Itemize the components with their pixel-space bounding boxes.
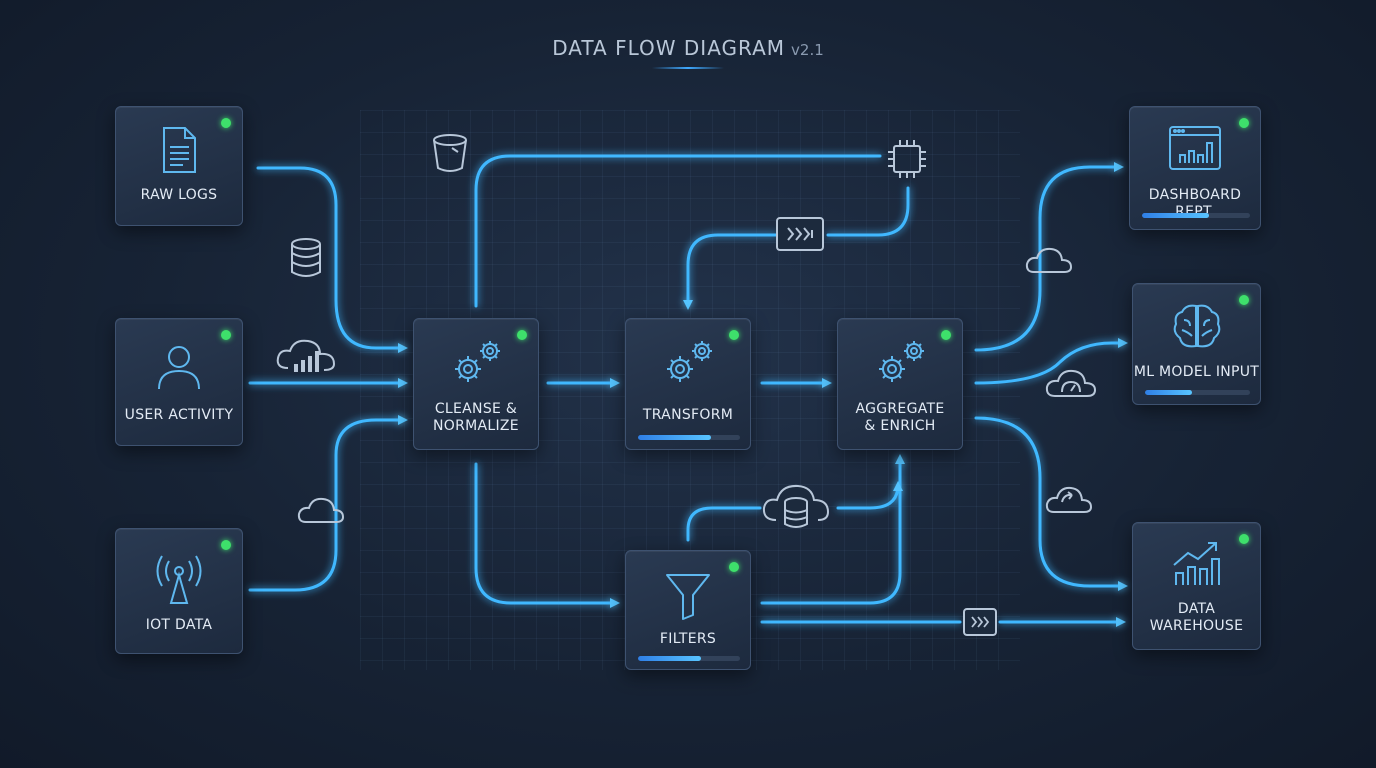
node-label-line-1: AGGREGATE bbox=[855, 401, 945, 417]
cloud-upload-icon bbox=[1045, 486, 1093, 513]
node-label-line-2: & ENRICH bbox=[864, 418, 936, 434]
cloud-icon bbox=[297, 497, 345, 523]
gears-icon bbox=[667, 341, 712, 382]
flow-aggregate-to-warehouse bbox=[974, 416, 1128, 591]
progress-bar bbox=[1145, 390, 1250, 395]
progress-bar bbox=[638, 435, 740, 440]
node-iot-data[interactable]: IOT DATA bbox=[115, 528, 243, 654]
node-filters[interactable]: FILTERS bbox=[625, 550, 751, 670]
node-transform[interactable]: TRANSFORM bbox=[625, 318, 751, 450]
status-indicator bbox=[729, 562, 739, 572]
node-data-warehouse[interactable]: DATA WAREHOUSE bbox=[1132, 522, 1261, 650]
flow-aggregate-to-ml-model bbox=[974, 338, 1128, 385]
cloud-database-icon bbox=[762, 484, 830, 528]
cloud-icon bbox=[1025, 247, 1073, 273]
status-indicator bbox=[941, 330, 951, 340]
status-indicator bbox=[1239, 534, 1249, 544]
node-aggregate-enrich[interactable]: AGGREGATE & ENRICH bbox=[837, 318, 963, 450]
progress-bar bbox=[1142, 213, 1250, 218]
node-label: TRANSFORM bbox=[642, 407, 734, 423]
stream-icon bbox=[963, 608, 997, 636]
brain-icon bbox=[1173, 304, 1220, 348]
progress-fill bbox=[1145, 390, 1193, 395]
progress-bar bbox=[638, 656, 740, 661]
flow-filters-to-aggregate-via-cloud bbox=[686, 485, 898, 542]
node-raw-logs[interactable]: RAW LOGS bbox=[115, 106, 243, 226]
user-icon bbox=[158, 346, 200, 390]
cloud-chart-icon bbox=[276, 339, 336, 372]
node-label-line-1: DATA bbox=[1177, 601, 1216, 617]
node-label-line-2: WAREHOUSE bbox=[1149, 618, 1244, 634]
node-label: USER ACTIVITY bbox=[124, 407, 234, 423]
node-label: IOT DATA bbox=[145, 617, 213, 633]
flow-raw-logs-to-cleanse bbox=[256, 166, 408, 353]
flow-iot-to-cleanse bbox=[248, 415, 408, 592]
progress-fill bbox=[638, 656, 702, 661]
diagram-title: DATA FLOW DIAGRAM v2.1 bbox=[0, 36, 1376, 60]
title-underline bbox=[652, 67, 724, 69]
chip-icon bbox=[888, 140, 926, 178]
node-dashboard-report[interactable]: DASHBOARD REPT. bbox=[1129, 106, 1261, 230]
progress-fill bbox=[1142, 213, 1209, 218]
node-label: ML MODEL INPUT bbox=[1133, 364, 1260, 380]
status-indicator bbox=[729, 330, 739, 340]
node-ml-model-input[interactable]: ML MODEL INPUT bbox=[1132, 283, 1261, 405]
bucket-icon bbox=[433, 134, 467, 172]
flow-cleanse-to-processor bbox=[474, 154, 882, 308]
flow-cleanse-to-filters bbox=[474, 462, 620, 608]
flow-processor-to-transform bbox=[688, 186, 910, 306]
node-label: RAW LOGS bbox=[140, 187, 218, 203]
node-cleanse-normalize[interactable]: CLEANSE & NORMALIZE bbox=[413, 318, 539, 450]
node-user-activity[interactable]: USER ACTIVITY bbox=[115, 318, 243, 446]
node-label-line-1: CLEANSE & bbox=[434, 401, 518, 417]
status-indicator bbox=[221, 540, 231, 550]
document-icon bbox=[163, 127, 196, 173]
version-label: v2.1 bbox=[791, 41, 824, 59]
title-text: DATA FLOW DIAGRAM bbox=[552, 36, 786, 60]
status-indicator bbox=[1239, 295, 1249, 305]
database-icon bbox=[291, 238, 321, 277]
status-indicator bbox=[221, 330, 231, 340]
node-label-line-2: NORMALIZE bbox=[433, 418, 519, 434]
status-indicator bbox=[1239, 118, 1249, 128]
node-label: FILTERS bbox=[659, 631, 717, 647]
gears-icon bbox=[455, 341, 500, 382]
gears-icon bbox=[879, 341, 924, 382]
status-indicator bbox=[517, 330, 527, 340]
antenna-icon bbox=[156, 555, 202, 604]
progress-fill bbox=[638, 435, 712, 440]
funnel-icon bbox=[666, 574, 710, 620]
chart-window-icon bbox=[1169, 126, 1221, 170]
flow-filters-to-aggregate bbox=[760, 454, 905, 605]
growth-chart-icon bbox=[1172, 542, 1220, 585]
cloud-gauge-icon bbox=[1045, 369, 1097, 397]
status-indicator bbox=[221, 118, 231, 128]
stream-icon bbox=[776, 217, 824, 251]
